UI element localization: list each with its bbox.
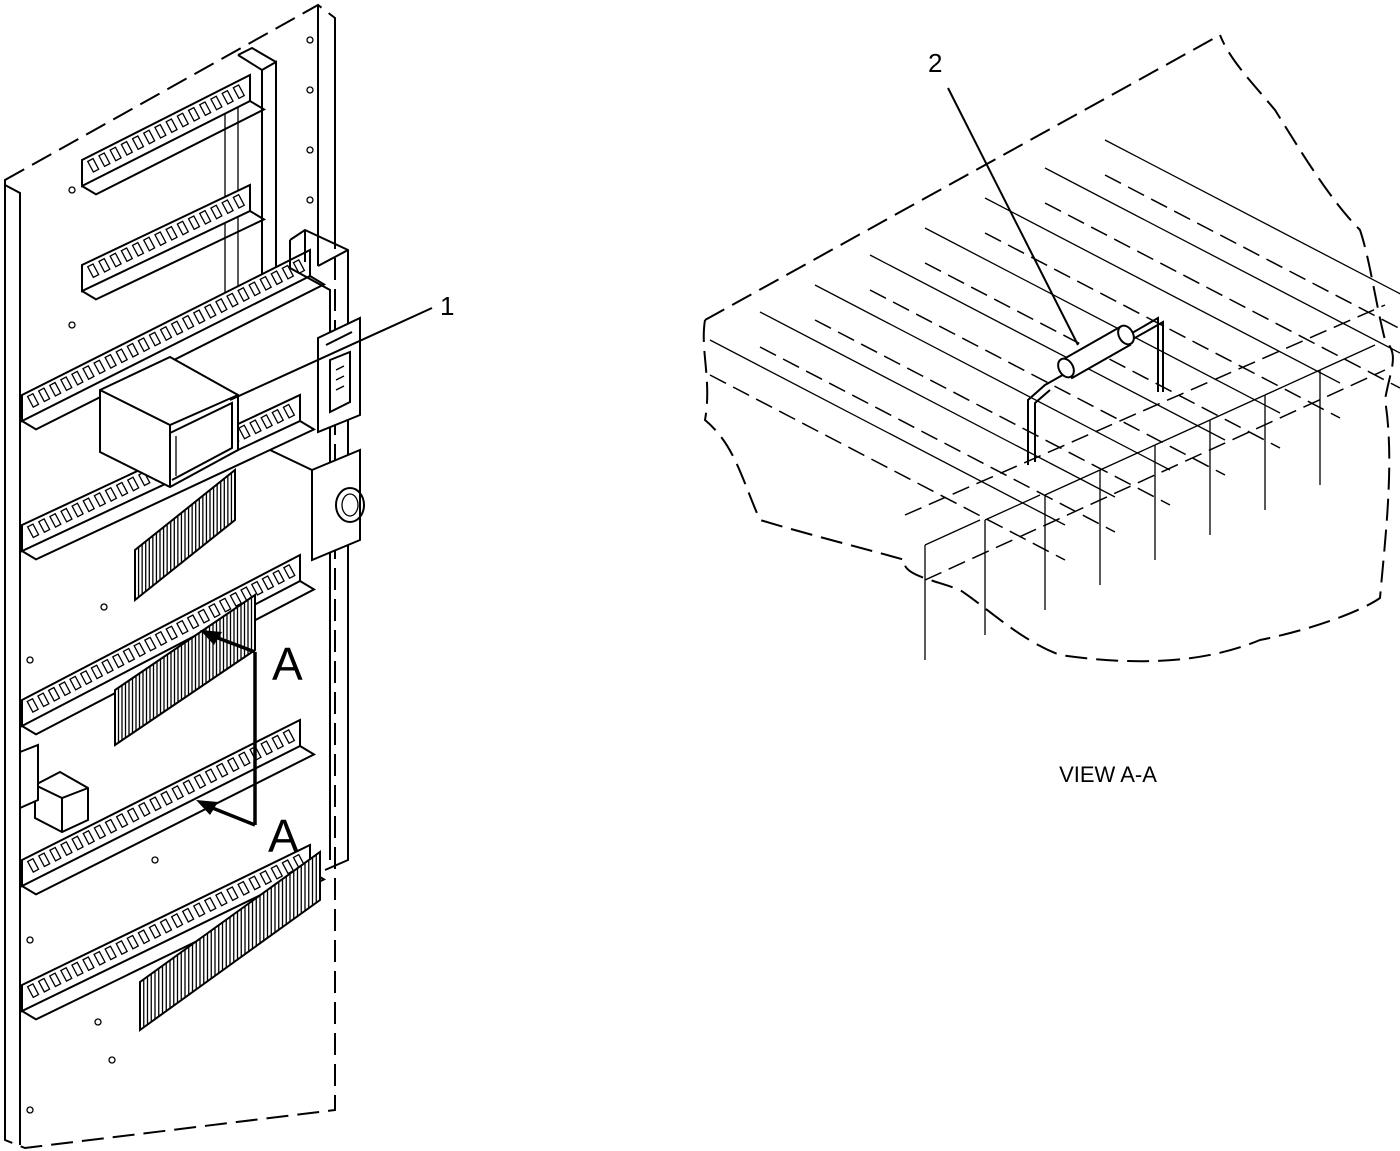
card-slot bbox=[984, 197, 1341, 419]
relay-lower-left bbox=[19, 743, 89, 834]
card-slot bbox=[814, 284, 1171, 506]
mounting-holes bbox=[26, 36, 314, 1114]
wire-duct bbox=[81, 73, 267, 196]
callout-1: 1 bbox=[440, 291, 454, 321]
card-slot bbox=[924, 227, 1281, 449]
component-2 bbox=[1027, 316, 1164, 465]
right-vertical-channel bbox=[289, 228, 349, 871]
wire-duct bbox=[21, 718, 317, 896]
section-marker-lower: A bbox=[268, 810, 299, 862]
circular-connector-housing bbox=[269, 448, 365, 562]
wire-duct bbox=[81, 183, 267, 301]
callout-2: 2 bbox=[928, 48, 942, 78]
wire-duct bbox=[21, 248, 327, 431]
cabinet-panel: A A 1 bbox=[4, 3, 454, 1150]
section-cut-line bbox=[196, 630, 257, 827]
terminal-strip bbox=[134, 467, 236, 603]
card-slots bbox=[709, 139, 1400, 660]
terminal-strip bbox=[139, 850, 321, 1032]
view-a-a-detail: 2 VIEW A-A bbox=[702, 34, 1400, 787]
card-slot bbox=[869, 254, 1226, 476]
leader-line-2 bbox=[947, 87, 1079, 346]
section-marker-upper: A bbox=[272, 638, 303, 690]
card-slot bbox=[759, 311, 1116, 533]
wire-duct bbox=[21, 553, 317, 736]
card-slot bbox=[1104, 139, 1400, 330]
connector-plate-upper bbox=[317, 316, 361, 434]
leader-line-1 bbox=[229, 307, 433, 401]
card-slot bbox=[709, 339, 1066, 561]
terminal-block-upper bbox=[99, 355, 239, 489]
view-caption: VIEW A-A bbox=[1059, 762, 1157, 787]
card-slot bbox=[1044, 167, 1400, 389]
